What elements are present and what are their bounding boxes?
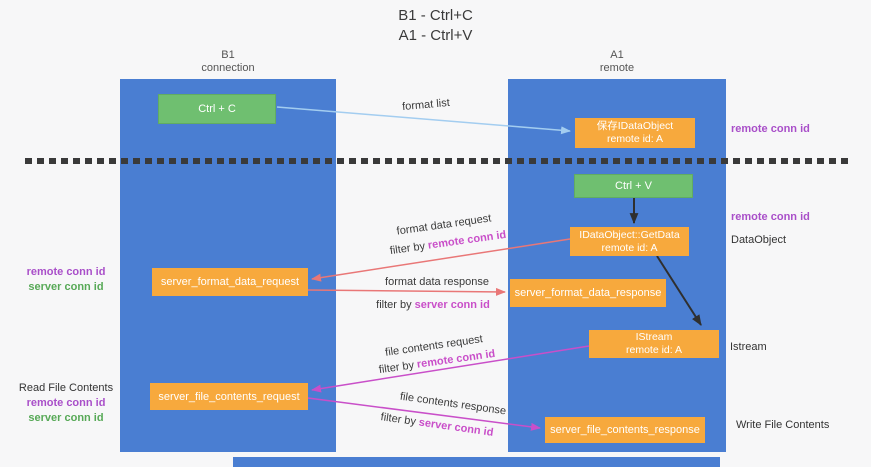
istream-side-label: Istream <box>730 341 767 353</box>
server-conn-id-label-left: server conn id <box>28 281 104 293</box>
save-idataobject-line2: remote id: A <box>606 133 664 145</box>
diagram-title: B1 - Ctrl+C A1 - Ctrl+V <box>0 6 871 46</box>
left-column-role: connection <box>201 62 255 74</box>
right-column-role: remote <box>599 62 635 74</box>
server-file-contents-request-box: server_file_contents_request <box>150 383 308 410</box>
title-line-2: A1 - Ctrl+V <box>398 27 473 44</box>
format-data-response-label: format data response <box>385 276 489 288</box>
server-format-data-request-box: server_format_data_request <box>152 268 308 296</box>
remote-conn-id-label-top: remote conn id <box>731 123 810 135</box>
left-column-header: B1 connection <box>120 49 336 75</box>
copy-paste-divider-dashed-line <box>25 158 848 164</box>
ctrl-v-box: Ctrl + V <box>574 174 693 198</box>
dataobject-label: DataObject <box>731 234 787 246</box>
istream-box: IStream remote id: A <box>589 330 719 358</box>
filter-by-text: filter by <box>376 299 412 311</box>
remote-conn-id-highlight: remote conn id <box>427 228 507 252</box>
format-list-label: format list <box>401 96 451 114</box>
server-conn-id-label-bottom: server conn id <box>28 412 104 424</box>
filter-by-text: filter by <box>389 240 426 258</box>
filter-by-text: filter by <box>379 411 417 428</box>
bottom-blue-strip <box>233 457 720 467</box>
read-file-contents-group: Read File Contents remote conn id server… <box>10 381 122 426</box>
server-file-contents-response-box: server_file_contents_response <box>545 417 705 443</box>
istream-line1: IStream <box>635 331 673 343</box>
title-line-1: B1 - Ctrl+C <box>398 7 473 24</box>
remote-conn-id-label-left: remote conn id <box>26 266 106 278</box>
remote-conn-id-label-bottom: remote conn id <box>26 397 106 409</box>
left-conn-id-group: remote conn id server conn id <box>10 265 122 295</box>
right-column-header: A1 remote <box>508 49 726 75</box>
right-column-name: A1 <box>610 49 624 61</box>
read-file-contents-label: Read File Contents <box>18 382 114 394</box>
filter-by-server-2: filter byserver conn id <box>380 411 494 439</box>
server-conn-id-highlight: server conn id <box>414 299 490 311</box>
server-format-data-response-box: server_format_data_response <box>510 279 666 307</box>
left-column-name: B1 <box>221 49 235 61</box>
server-conn-id-highlight: server conn id <box>417 416 495 439</box>
write-file-contents-label: Write File Contents <box>736 419 830 431</box>
ctrl-c-box: Ctrl + C <box>158 94 276 124</box>
file-contents-response-label: file contents response <box>399 390 507 418</box>
istream-line2: remote id: A <box>625 344 683 356</box>
idataobject-getdata-box: IDataObject::GetData remote id: A <box>570 227 689 256</box>
save-idataobject-box: 保存IDataObject remote id: A <box>575 118 695 148</box>
save-idataobject-line1: 保存IDataObject <box>596 120 674 132</box>
filter-by-text: filter by <box>378 359 415 377</box>
format-data-response-arrow <box>307 287 506 296</box>
getdata-line2: remote id: A <box>601 241 658 254</box>
remote-conn-id-label-mid: remote conn id <box>731 211 810 223</box>
getdata-line1: IDataObject::GetData <box>579 228 680 241</box>
